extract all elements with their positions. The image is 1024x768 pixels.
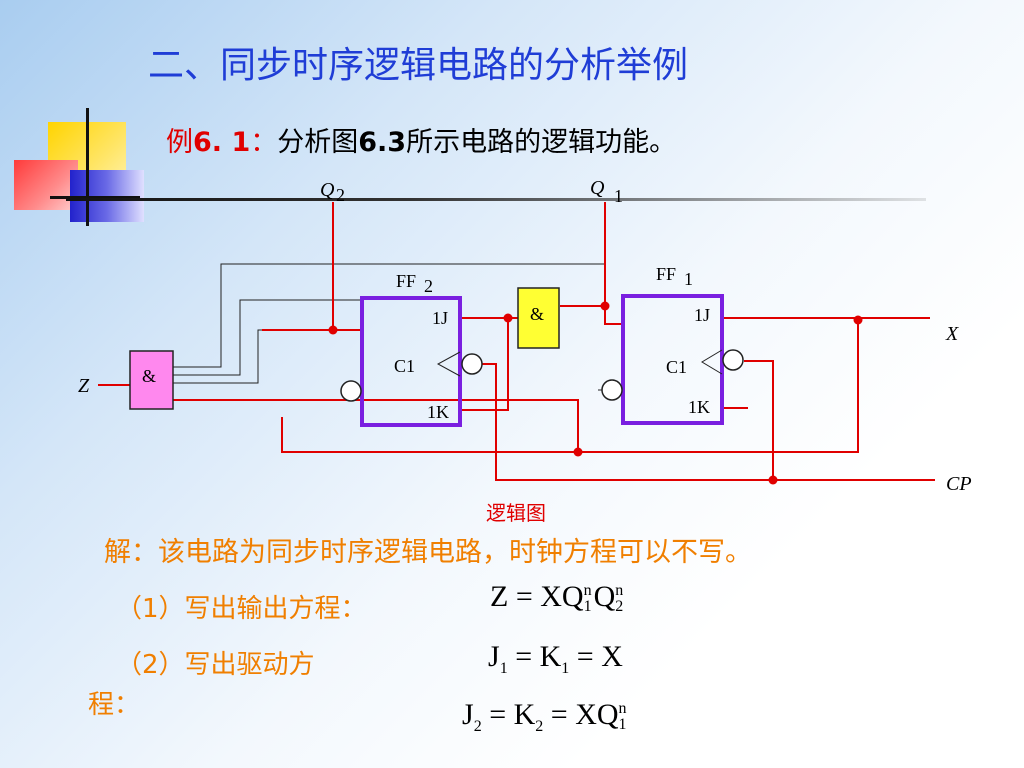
solution-step-2-cont: 程： bbox=[88, 690, 141, 720]
junction-dot bbox=[328, 325, 338, 335]
label-x: X bbox=[945, 323, 959, 345]
example-heading: 例6. 1：分析图6.3所示电路的逻辑功能。 bbox=[166, 120, 676, 159]
page-title: 二、同步时序逻辑电路的分析举例 bbox=[148, 45, 689, 86]
ff2-clock-triangle bbox=[436, 351, 461, 377]
junction-dot bbox=[503, 313, 513, 323]
inverter-bubbles bbox=[340, 349, 744, 402]
wire-ff1-clock bbox=[744, 360, 774, 480]
ff1-clock-bubble bbox=[722, 349, 744, 371]
label-cp: CP bbox=[946, 473, 972, 495]
label-q1-sub: 1 bbox=[614, 186, 623, 206]
decoration-red-square bbox=[14, 160, 78, 210]
eq3-k: K bbox=[513, 698, 536, 731]
eq3-q: Q bbox=[596, 698, 619, 731]
wire-z-input bbox=[173, 399, 579, 452]
ff1-q-bubble bbox=[601, 379, 623, 401]
title-rule bbox=[66, 198, 926, 201]
example-text-b: 所示电路的逻辑功能。 bbox=[406, 127, 677, 158]
decoration-horizontal-line bbox=[50, 196, 140, 199]
label-q2-sub: 2 bbox=[336, 185, 345, 205]
eq3-j-sub: 2 bbox=[473, 718, 482, 735]
wire-q1-down bbox=[604, 202, 625, 325]
eq1-lhs: Z bbox=[490, 580, 509, 613]
ff2-k-label: 1K bbox=[427, 402, 449, 422]
flipflop-ff1-box bbox=[621, 294, 724, 425]
example-fig: 6.3 bbox=[358, 127, 407, 158]
eq1-q2: Q bbox=[593, 580, 616, 613]
solution-intro: 解：该电路为同步时序逻辑电路，时钟方程可以不写。 bbox=[104, 537, 752, 568]
ff2-j-label: 1J bbox=[432, 308, 448, 328]
label-q1: Q bbox=[590, 177, 605, 199]
junction-dots bbox=[328, 301, 863, 485]
eq3-x: X bbox=[575, 698, 597, 731]
junction-dot bbox=[768, 475, 778, 485]
label-ff1: FF bbox=[656, 264, 676, 284]
diagram-caption: 逻辑图 bbox=[486, 501, 546, 525]
label-q2: Q bbox=[320, 179, 335, 201]
eq1-q1-sub: 1 bbox=[583, 598, 592, 616]
junction-dot bbox=[600, 301, 610, 311]
label-ff1-sub: 1 bbox=[684, 269, 693, 289]
eq3-q-sub: 1 bbox=[618, 716, 627, 734]
label-ff2-sub: 2 bbox=[424, 276, 433, 296]
eq2-j: J bbox=[488, 640, 500, 673]
eq3-j: J bbox=[462, 698, 474, 731]
label-ff2: FF bbox=[396, 271, 416, 291]
example-colon: ： bbox=[250, 127, 278, 158]
eq2-j-sub: 1 bbox=[499, 660, 508, 677]
ff2-q-bubble bbox=[340, 380, 362, 402]
solution-step-2: （2）写出驱动方 bbox=[116, 650, 315, 680]
ff2-c-label: C1 bbox=[394, 356, 415, 376]
red-wires bbox=[98, 202, 935, 481]
wire-cp bbox=[482, 363, 935, 481]
drive-equation-1: J1 = K1 = X bbox=[488, 640, 623, 678]
ff1-c-label: C1 bbox=[666, 357, 687, 377]
example-number: 6. 1 bbox=[193, 127, 251, 158]
and-gate-yellow bbox=[517, 287, 560, 349]
example-text-a: 分析图 bbox=[277, 127, 359, 158]
wire-q2n-to-and bbox=[173, 299, 362, 376]
eq2-rhs: X bbox=[601, 640, 623, 673]
junction-dot bbox=[853, 315, 863, 325]
ff1-clock-triangle bbox=[701, 349, 723, 375]
eq1-q2-sub: 2 bbox=[615, 598, 624, 616]
eq2-k: K bbox=[539, 640, 562, 673]
wire-k2-input bbox=[460, 318, 509, 411]
eq3-q-sup: n bbox=[618, 700, 627, 718]
wire-q1-to-and bbox=[173, 263, 606, 368]
ff2-clock-bubble bbox=[461, 353, 483, 375]
ff1-k-label: 1K bbox=[688, 397, 710, 417]
eq1-q2-sup: n bbox=[615, 582, 624, 600]
eq3-equals-1: = bbox=[489, 698, 507, 731]
junction-dot bbox=[573, 447, 583, 457]
eq2-equals-1: = bbox=[515, 640, 533, 673]
eq1-equals: = bbox=[515, 580, 533, 613]
eq1-x: X bbox=[540, 580, 562, 613]
label-z: Z bbox=[78, 375, 90, 397]
ff1-j-label: 1J bbox=[694, 305, 710, 325]
example-prefix: 例 bbox=[166, 127, 193, 158]
eq3-equals-2: = bbox=[550, 698, 568, 731]
eq2-k-sub: 1 bbox=[561, 660, 570, 677]
and-gate-yellow-symbol: & bbox=[530, 304, 544, 324]
eq1-q1-sup: n bbox=[583, 582, 592, 600]
and-gate-pink bbox=[129, 350, 174, 410]
wire-x-return bbox=[281, 318, 859, 453]
and-gate-pink-symbol: & bbox=[142, 366, 156, 386]
flipflop-ff2-box bbox=[360, 296, 462, 427]
decoration-vertical-line bbox=[86, 108, 89, 226]
solution-step-1: （1）写出输出方程： bbox=[116, 594, 367, 624]
eq1-q1: Q bbox=[561, 580, 584, 613]
eq2-equals-2: = bbox=[576, 640, 594, 673]
eq3-k-sub: 2 bbox=[535, 718, 544, 735]
